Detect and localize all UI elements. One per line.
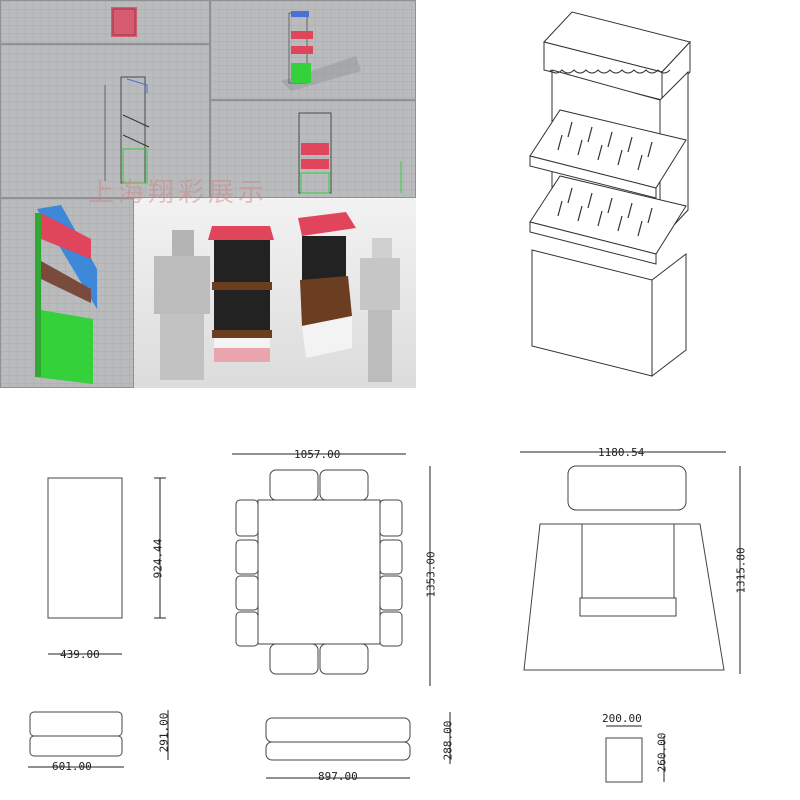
dim-tray-front-width: 439.00 [60,648,100,661]
dim-base-width: 601.00 [52,760,92,773]
dim-unfold-main-height: 1353.00 [424,551,438,598]
dim-header-height: 1315.80 [734,547,748,594]
dieline-sheet [28,451,741,783]
shelf-panel [265,717,411,743]
dim-tray-front-height: 924.44 [151,538,165,579]
rendered-displays [154,212,400,382]
viewport-perspective[interactable] [210,0,416,100]
viewport-shaded[interactable] [0,198,134,388]
dim-base-height: 291.00 [157,712,171,753]
display-render-front [208,226,274,362]
viewport-top[interactable] [0,0,210,44]
render-panel [134,198,416,388]
dim-tab-height: 260.00 [655,732,669,773]
watermark: 上海翔彩展示 [88,178,269,208]
unfold-main-panel [257,499,381,645]
base-box-panel [29,711,123,737]
dim-unfold-main-width: 1057.00 [294,448,341,461]
model-top-view [111,7,137,37]
base-box [531,249,653,377]
viewport-front[interactable] [210,100,416,198]
dim-shelf-width: 897.00 [318,770,358,783]
viewport-side[interactable] [0,44,210,198]
display-render-side [298,212,356,358]
isometric-drawing [529,11,691,378]
dim-tab-width: 200.00 [602,712,642,725]
dim-header-width: 1180.54 [598,446,645,459]
tab-panel [605,737,643,783]
dim-shelf-height: 288.00 [441,720,455,761]
tray-front-panel [47,477,123,619]
cad-viewports-panel [0,0,416,388]
